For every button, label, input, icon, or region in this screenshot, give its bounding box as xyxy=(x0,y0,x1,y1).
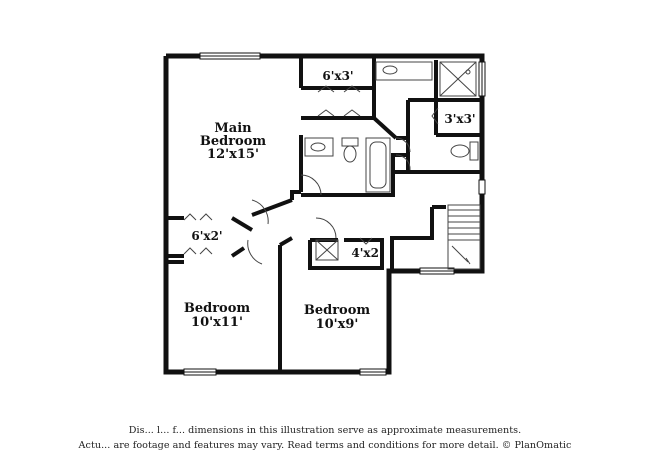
interior-walls xyxy=(166,56,482,372)
windows xyxy=(183,52,486,376)
closet-size-right: 3'x3' xyxy=(444,112,475,126)
room-name-bedroom-right: Bedroom xyxy=(304,303,371,318)
closet-size-top: 6'x3' xyxy=(322,69,353,83)
stairs xyxy=(447,204,481,270)
room-name-main-bedroom-line1: Main xyxy=(214,121,252,136)
walls xyxy=(163,53,485,375)
disclaimer-line-1: Dis... l... f... dimensions in this illu… xyxy=(128,425,522,436)
room-labels: Main Bedroom 12'x15' Bedroom 10'x11' Bed… xyxy=(184,69,476,332)
room-name-main-bedroom-line2: Bedroom xyxy=(200,134,267,149)
room-size-bedroom-right: 10'x9' xyxy=(316,317,359,332)
room-name-bedroom-left: Bedroom xyxy=(184,301,251,316)
fixtures xyxy=(183,61,481,270)
closet-size-left: 6'x2' xyxy=(191,229,222,243)
disclaimer-line-2: Actu... are footage and features may var… xyxy=(78,440,572,451)
closet-size-hall: 4'x2' xyxy=(351,246,382,260)
room-size-bedroom-left: 10'x11' xyxy=(191,315,243,330)
room-size-main-bedroom: 12'x15' xyxy=(207,147,259,162)
